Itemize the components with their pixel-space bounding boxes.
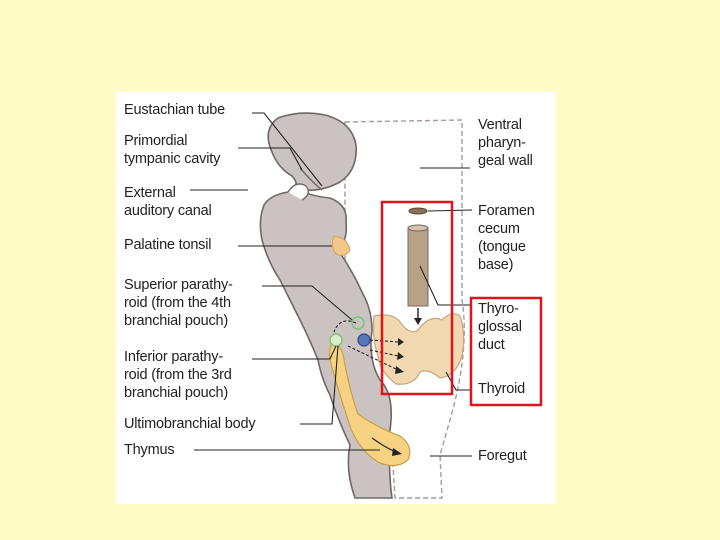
highlight-box-labels bbox=[469, 296, 543, 407]
label-thyroglossal-duct: Thyro- glossal duct bbox=[478, 301, 522, 353]
thymus-arrowhead bbox=[392, 448, 402, 456]
ultimobranchial-circle bbox=[329, 333, 343, 347]
label-ultimobranchial-body: Ultimobranchial body bbox=[124, 416, 256, 432]
label-eustachian-tube: Eustachian tube bbox=[124, 102, 225, 118]
label-inferior-parathyroid: Inferior parathy- roid (from the 3rd bra… bbox=[124, 349, 232, 401]
label-palatine-tonsil: Palatine tonsil bbox=[124, 237, 212, 253]
label-thymus: Thymus bbox=[124, 442, 175, 458]
duct-arrowhead bbox=[414, 318, 422, 325]
thymus-shape bbox=[328, 341, 411, 467]
right-leader-lines bbox=[419, 167, 473, 457]
inferior-parathyroid-shape bbox=[357, 333, 371, 347]
label-foregut: Foregut bbox=[478, 448, 527, 464]
migration-arrowhead-1 bbox=[398, 338, 404, 346]
migration-arrow-3 bbox=[347, 345, 399, 371]
label-thyroid: Thyroid bbox=[478, 381, 525, 397]
label-foramen-cecum: Foramen cecum (tongue base) bbox=[478, 203, 535, 273]
migration-arrowhead-2 bbox=[397, 352, 404, 360]
migration-arrow-left bbox=[333, 320, 357, 333]
label-primordial-tympanic-cavity: Primordial tympanic cavity bbox=[124, 133, 221, 167]
label-superior-parathyroid: Superior parathy- roid (from the 4th bra… bbox=[124, 277, 233, 329]
tympanic-cavity-cleft bbox=[299, 167, 323, 191]
superior-parathyroid-shape bbox=[351, 316, 365, 330]
left-leader-lines bbox=[190, 112, 380, 451]
palatine-tonsil-shape bbox=[331, 235, 351, 256]
thyroglossal-duct-top bbox=[407, 224, 429, 232]
migration-arrowhead-3 bbox=[395, 366, 404, 374]
highlight-box-thyroid-region bbox=[380, 200, 454, 396]
thyroglossal-duct-shape bbox=[407, 227, 429, 307]
label-external-auditory-canal: External auditory canal bbox=[124, 185, 212, 219]
label-ventral-pharyngeal-wall: Ventral pharyn- geal wall bbox=[478, 117, 533, 169]
foramen-cecum-mark bbox=[408, 207, 428, 215]
external-auditory-canal-notch bbox=[287, 183, 309, 201]
